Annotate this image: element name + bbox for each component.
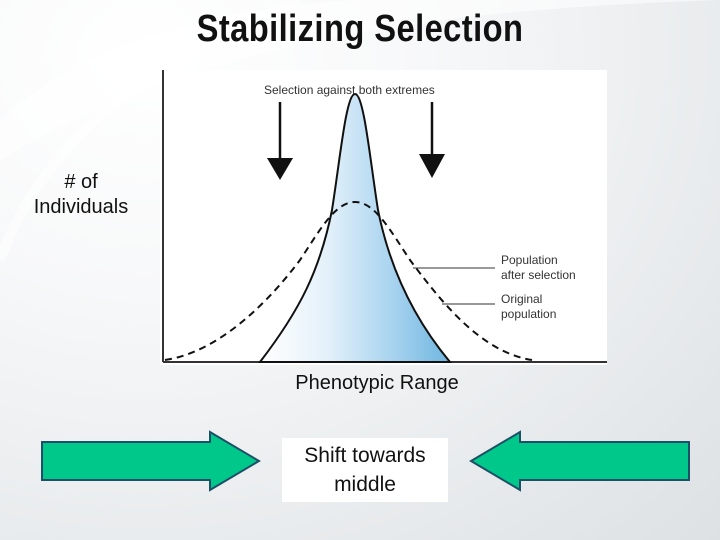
arrow-down-icon [419, 102, 445, 178]
after-selection-curve [257, 92, 453, 363]
x-axis-label: Phenotypic Range [295, 372, 459, 394]
y-axis-label: # of Individuals [8, 170, 154, 220]
shift-box-line-2: middle [334, 473, 396, 496]
after-selection-label-line-2: after selection [501, 268, 576, 282]
y-axis-label-line-1: # of [64, 171, 98, 193]
original-population-curve [164, 200, 533, 361]
distribution-diagram: Selection against both extremes Populati… [162, 70, 607, 363]
selection-annotation: Selection against both extremes [264, 83, 435, 97]
selection-figure: Selection against both extremes Populati… [160, 70, 607, 365]
arrow-left-icon [469, 430, 690, 492]
arrow-down-icon [267, 102, 293, 180]
shift-towards-middle-box: Shift towards middle [282, 438, 448, 502]
arrow-right-icon [41, 430, 261, 492]
y-axis-label-line-2: Individuals [33, 196, 129, 218]
page-title: Stabilizing Selection [196, 8, 524, 50]
after-selection-label-line-1: Population [501, 253, 558, 267]
shift-box-line-1: Shift towards [304, 444, 426, 467]
original-label-line-2: population [501, 307, 556, 321]
original-label-line-1: Original [501, 292, 542, 306]
